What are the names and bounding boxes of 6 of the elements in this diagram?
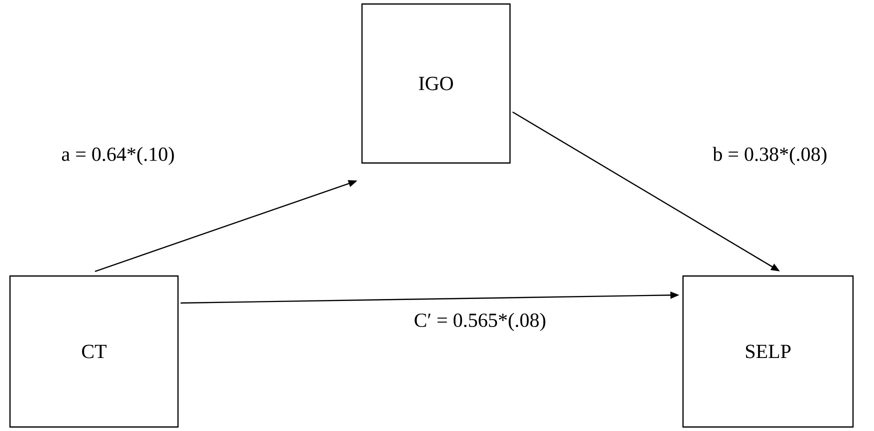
variable-box: IGO <box>361 3 511 164</box>
path-coefficient: b = 0.38*(.08) <box>712 146 826 166</box>
variable-box: CT <box>9 275 179 428</box>
path-coefficient: C′ = 0.565*(.08) <box>414 312 546 332</box>
path-coefficient: a = 0.64*(.10) <box>62 146 174 166</box>
variable-box: SELP <box>682 275 854 428</box>
